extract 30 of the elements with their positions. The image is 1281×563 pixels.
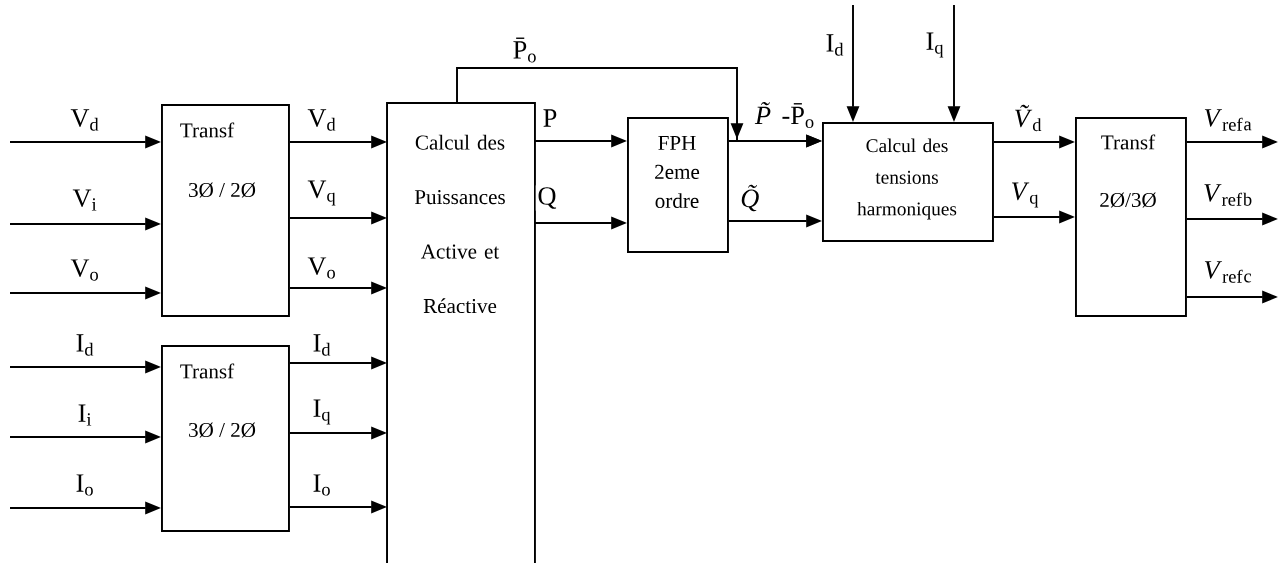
edge-label: V$_{o}$ [68, 257, 102, 283]
edge-label: V$_{q}$ [1008, 180, 1042, 210]
edge-label: V$_{q}$ [305, 178, 339, 208]
edge-label: I$_{o}$ [310, 472, 334, 498]
edge-label: I$_{q}$ [923, 30, 947, 60]
transform-block: Transf 3Ø / 2Ø [161, 345, 290, 532]
edge-label: I$_{d}$ [823, 32, 847, 58]
edge-label: Q̃ [738, 182, 772, 214]
edge-label: Q [535, 185, 559, 211]
edge-label: I$_{q}$ [310, 397, 334, 427]
filter-block: FPH 2eme ordre [627, 117, 729, 253]
edge-label: I$_{d}$ [73, 332, 97, 358]
edge-label: V$_{refc}$ [1201, 259, 1255, 285]
transform-block: Transf 2Ø/3Ø [1075, 117, 1187, 317]
edge-label: I$_{o}$ [73, 472, 97, 498]
edge-label: I$_{i}$ [75, 402, 95, 428]
power-calculation-block: Calcul des Puissances Active et Réactive [386, 102, 536, 563]
edge-label: P [540, 107, 560, 129]
edge-label: I$_{d}$ [310, 332, 334, 358]
edge-label: V$_{refa}$ [1201, 107, 1255, 133]
edge-label: V$_{i}$ [70, 187, 100, 213]
transform-block: Transf 3Ø / 2Ø [161, 104, 290, 317]
edge-label: V$_{d}$ [305, 107, 339, 133]
edge-label: V$_{refb}$ [1201, 182, 1255, 208]
edge-label: Ṽ$_{d}$ [1011, 103, 1045, 133]
edge-label: P̄$_{o}$ [510, 35, 540, 65]
edge-label: V$_{o}$ [305, 255, 339, 281]
edge-label: P̃-P̄$_{o}$ [753, 100, 817, 130]
harmonic-voltage-block: Calcul des tensions harmoniques [822, 122, 994, 242]
edge-label: V$_{d}$ [68, 107, 102, 133]
